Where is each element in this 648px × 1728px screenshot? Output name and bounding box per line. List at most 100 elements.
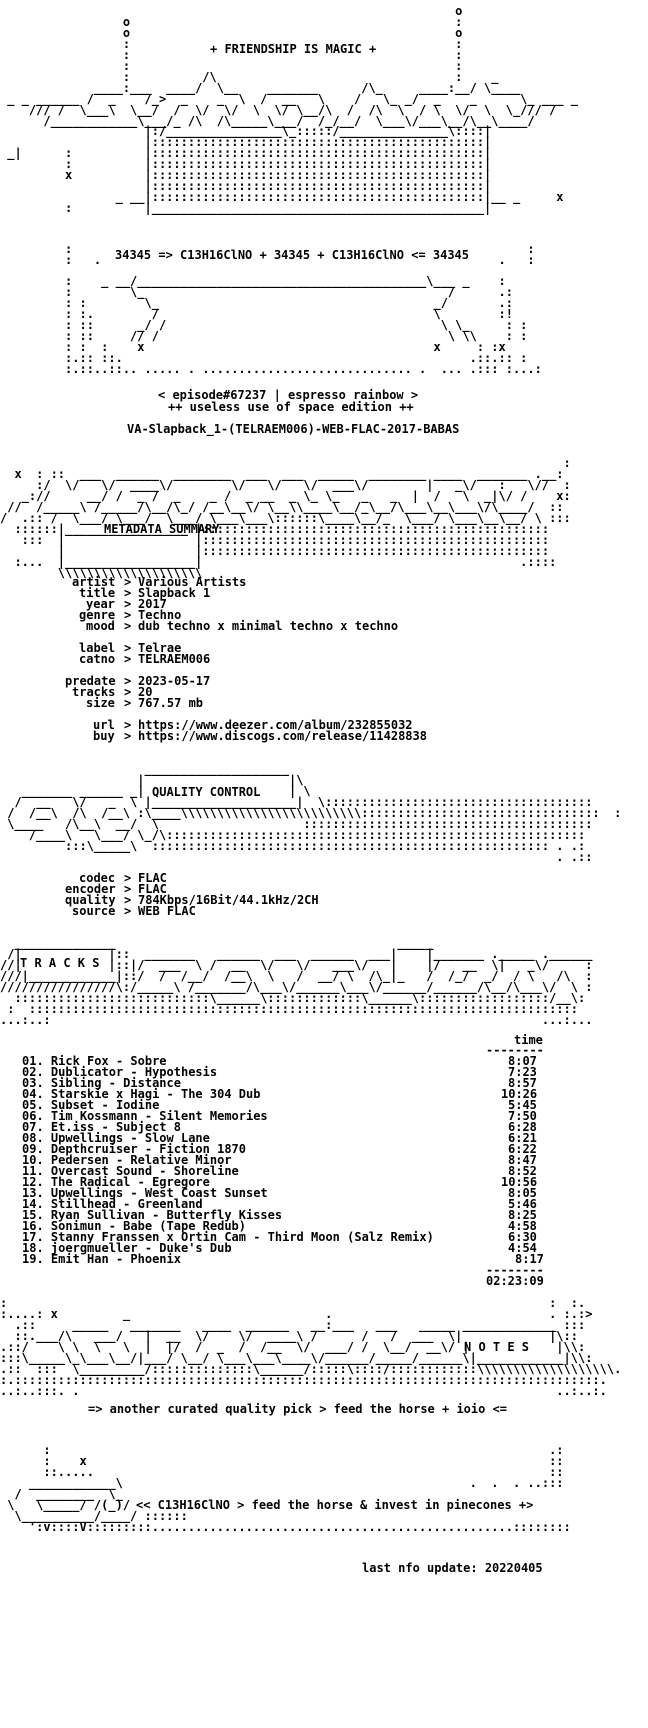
quality-source-label: source bbox=[72, 904, 116, 918]
track-row: 11. Overcast Sound - Shoreline bbox=[22, 1164, 239, 1178]
quality-encoder: FLAC bbox=[138, 882, 167, 896]
track-time: 10:26 bbox=[501, 1087, 538, 1101]
track-row: 01. Rick Fox - Sobre bbox=[22, 1054, 167, 1068]
metadata-year-label: year bbox=[86, 597, 115, 611]
metadata-url[interactable]: https://www.deezer.com/album/232855032 bbox=[138, 718, 413, 732]
quality-encoder-label: encoder bbox=[65, 882, 116, 896]
track-time: 6:28 bbox=[508, 1120, 537, 1134]
track-time: 4:54 bbox=[508, 1241, 537, 1255]
metadata-sep: > bbox=[124, 685, 132, 699]
track-row: 06. Tim Kossmann - Silent Memories bbox=[22, 1109, 268, 1123]
track-time: 8:52 bbox=[508, 1164, 537, 1178]
track-row: 17. Stanny Franssen x Ortin Cam - Third … bbox=[22, 1230, 434, 1244]
track-row: 07. Et.iss - Subject 8 bbox=[22, 1120, 181, 1134]
track-row: 03. Sibling - Distance bbox=[22, 1076, 181, 1090]
tracklist-total-time: 02:23:09 bbox=[486, 1274, 544, 1288]
track-row: 10. Pedersen - Relative Minor bbox=[22, 1153, 232, 1167]
quality-sep: > bbox=[124, 871, 132, 885]
metadata-label: Telrae bbox=[138, 641, 182, 655]
track-time: 8:57 bbox=[508, 1076, 537, 1090]
metadata-title: Slapback 1 bbox=[138, 586, 211, 600]
metadata-year: 2017 bbox=[138, 597, 167, 611]
metadata-heading: METADATA SUMMARY bbox=[104, 522, 220, 536]
track-row: 08. Upwellings - Slow Lane bbox=[22, 1131, 210, 1145]
track-time: 6:21 bbox=[508, 1131, 537, 1145]
metadata-buy-label: buy bbox=[93, 729, 115, 743]
track-time: 8:07 bbox=[508, 1054, 537, 1068]
quality-source: WEB FLAC bbox=[138, 904, 196, 918]
track-row: 14. Stillhead - Greenland bbox=[22, 1197, 203, 1211]
tracks-heading: T R A C K S bbox=[20, 956, 100, 970]
balloons-art: o o : o o : : bbox=[7, 4, 578, 216]
metadata-tracks: 20 bbox=[138, 685, 153, 699]
metadata-title-label: title bbox=[79, 586, 116, 600]
metadata-label-label: label bbox=[79, 641, 116, 655]
track-row: 19. Emit Han - Phoenix bbox=[22, 1252, 181, 1266]
track-row: 05. Subset - Iodine bbox=[22, 1098, 160, 1112]
track-time: 8:25 bbox=[508, 1208, 537, 1222]
tracklist-total-underline: -------- bbox=[486, 1263, 544, 1277]
quality-quality: 784Kbps/16Bit/44.1kHz/2CH bbox=[138, 893, 319, 907]
track-time: 8:05 bbox=[508, 1186, 537, 1200]
track-time: 7:50 bbox=[508, 1109, 537, 1123]
metadata-buy[interactable]: https://www.discogs.com/release/11428838 bbox=[138, 729, 427, 743]
metadata-sep: > bbox=[124, 652, 132, 666]
footer-slogan: << C13H16ClNO > feed the horse & invest … bbox=[136, 1498, 534, 1512]
quality-codec: FLAC bbox=[138, 871, 167, 885]
metadata-size-label: size bbox=[86, 696, 115, 710]
track-time: 4:58 bbox=[508, 1219, 537, 1233]
quality-heading: QUALITY CONTROL bbox=[152, 785, 261, 799]
footer-last-update: last nfo update: 20220405 bbox=[362, 1561, 543, 1575]
track-row: 16. Sonimun - Babe (Tape Redub) bbox=[22, 1219, 246, 1233]
track-time: 5:46 bbox=[508, 1197, 537, 1211]
metadata-artist: Various Artists bbox=[138, 575, 247, 589]
header-edition: ++ useless use of space edition ++ bbox=[168, 400, 414, 414]
track-time: 10:56 bbox=[501, 1175, 538, 1189]
track-row: 09. Depthcruiser - Fiction 1870 bbox=[22, 1142, 246, 1156]
track-time: 8:17 bbox=[515, 1252, 544, 1266]
metadata-sep: > bbox=[124, 608, 132, 622]
track-time: 7:23 bbox=[508, 1065, 537, 1079]
metadata-sep: > bbox=[124, 718, 132, 732]
metadata-sep: > bbox=[124, 619, 132, 633]
quality-sep: > bbox=[124, 904, 132, 918]
metadata-url-label: url bbox=[93, 718, 115, 732]
header-tagline: + FRIENDSHIP IS MAGIC + bbox=[210, 42, 377, 56]
metadata-mood: dub techno x minimal techno x techno bbox=[138, 619, 399, 633]
track-row: 15. Ryan Sullivan - Butterfly Kisses bbox=[22, 1208, 283, 1222]
quality-logo-art: ____________________ | |\ _______ ______… bbox=[7, 762, 622, 864]
track-time: 6:22 bbox=[508, 1142, 537, 1156]
track-time: 8:47 bbox=[508, 1153, 537, 1167]
metadata-sep: > bbox=[124, 597, 132, 611]
track-row: 04. Starskie x Hagi - The 304 Dub bbox=[22, 1087, 261, 1101]
quality-sep: > bbox=[124, 893, 132, 907]
tracklist-time-underline: -------- bbox=[486, 1043, 544, 1057]
tracks-logo-art: ______________ _____ /| |:: _______ ____… bbox=[0, 936, 593, 1027]
tracklist-time-header: time bbox=[514, 1033, 543, 1047]
header-formula: 34345 => C13H16ClNO + 34345 + C13H16ClNO… bbox=[115, 248, 470, 262]
quality-quality-label: quality bbox=[65, 893, 116, 907]
quality-codec-label: codec bbox=[79, 871, 116, 885]
metadata-sep: > bbox=[124, 586, 132, 600]
metadata-genre-label: genre bbox=[79, 608, 116, 622]
metadata-sep: > bbox=[124, 641, 132, 655]
metadata-catno: TELRAEM006 bbox=[138, 652, 211, 666]
footer-horse-art: : .: : x :: ::..... bbox=[7, 1443, 571, 1534]
header-release-name: VA-Slapback_1-(TELRAEM006)-WEB-FLAC-2017… bbox=[127, 422, 460, 436]
metadata-artist-label: artist bbox=[72, 575, 116, 589]
quality-sep: > bbox=[124, 882, 132, 896]
metadata-sep: > bbox=[124, 696, 132, 710]
track-row: 02. Dublicator - Hypothesis bbox=[22, 1065, 218, 1079]
metadata-predate: 2023-05-17 bbox=[138, 674, 211, 688]
track-time: 5:45 bbox=[508, 1098, 537, 1112]
metadata-sep: > bbox=[124, 575, 132, 589]
metadata-tracks-label: tracks bbox=[72, 685, 116, 699]
bridge-art: : _ __/_________________________________… bbox=[65, 274, 542, 376]
formula-frame-art: : : : . . : bbox=[65, 242, 535, 267]
notes-logo-art: : : :. :....: x _ . . :.:> .:: _____ ___… bbox=[0, 1296, 622, 1398]
metadata-catno-label: catno bbox=[79, 652, 116, 666]
track-row: 13. Upwellings - West Coast Sunset bbox=[22, 1186, 268, 1200]
metadata-genre: Techno bbox=[138, 608, 182, 622]
metadata-sep: > bbox=[124, 674, 132, 688]
